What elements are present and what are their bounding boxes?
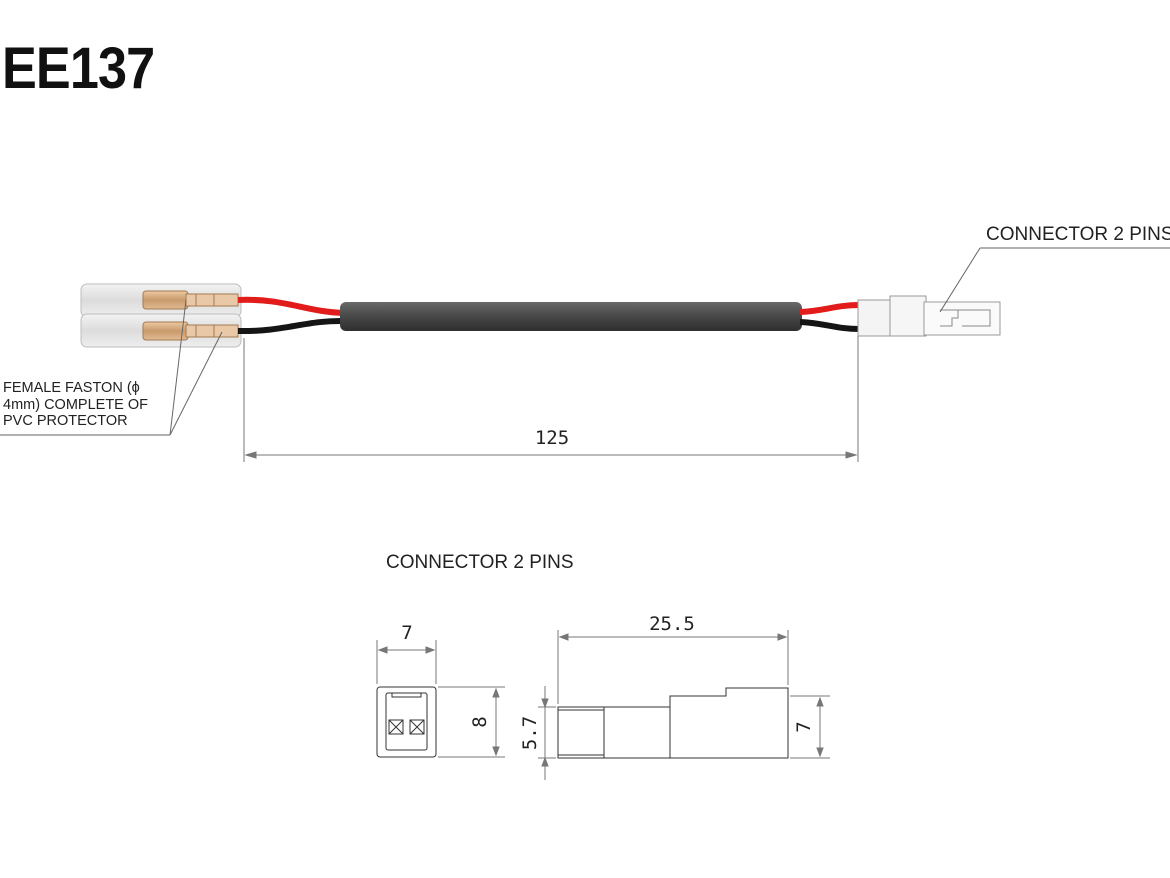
cable-length-value: 125 [535, 427, 569, 449]
connector-callout-label: CONNECTOR 2 PINS [986, 224, 1170, 245]
side-length-dimension [557, 630, 789, 704]
side-height-large-dimension [790, 695, 830, 759]
red-wire-right [799, 302, 861, 315]
black-wire-left [237, 317, 346, 335]
cable-sheath [340, 302, 802, 331]
front-height-value: 8 [469, 716, 491, 727]
side-height-large-value: 7 [793, 721, 815, 732]
faston-leader-lines [0, 299, 223, 436]
side-height-small-value: 5.7 [519, 716, 541, 750]
front-width-dimension [376, 640, 437, 684]
red-wire-left [237, 296, 346, 316]
connector-side-view [557, 687, 789, 759]
connector-2-pins [857, 295, 1001, 337]
front-height-dimension [438, 686, 505, 758]
faston-callout-label: FEMALE FASTON (ϕ 4mm) COMPLETE OF PVC PR… [3, 380, 149, 430]
black-wire-right [799, 319, 861, 332]
connector-front-view [376, 686, 437, 758]
faston-terminal-bottom [142, 321, 239, 341]
side-height-small-dimension [538, 686, 556, 780]
connector-leader-line [939, 247, 1170, 313]
side-length-value: 25.5 [649, 613, 695, 635]
front-width-value: 7 [401, 622, 412, 644]
connector-section-title: CONNECTOR 2 PINS [386, 552, 574, 573]
faston-terminal-top [142, 290, 239, 310]
cable-length-dimension [243, 336, 859, 462]
part-number-title: EE137 [2, 36, 155, 101]
